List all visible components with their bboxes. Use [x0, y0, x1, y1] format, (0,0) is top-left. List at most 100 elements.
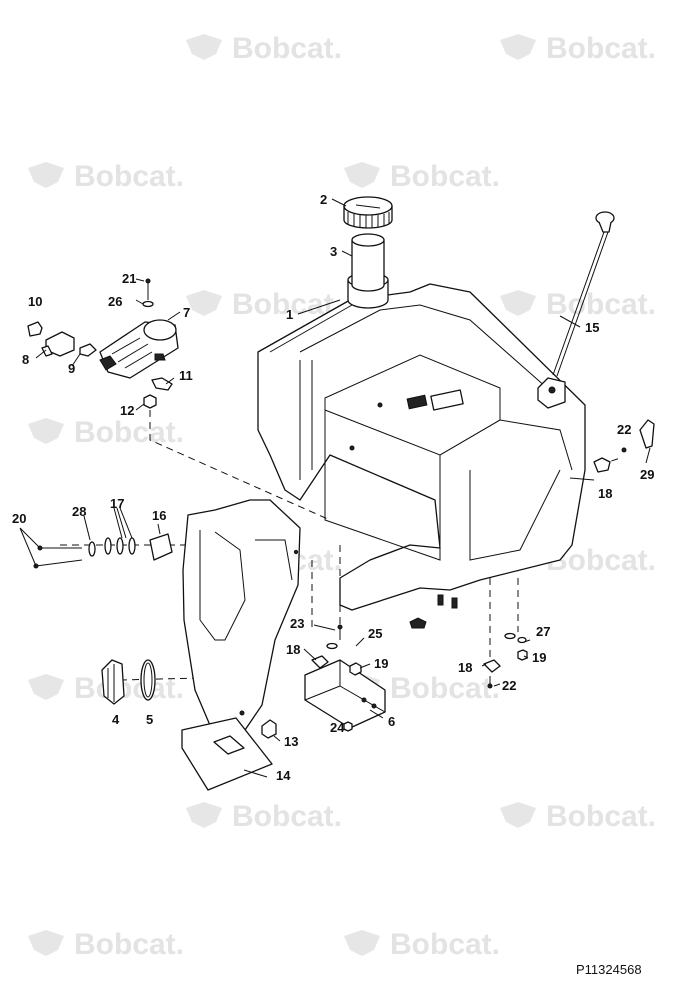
pump-washer[interactable] [142, 300, 154, 308]
pump-nut[interactable] [143, 394, 157, 409]
bolt-head-icon [337, 624, 343, 630]
hardware-clip[interactable] [311, 655, 329, 669]
hardware-screw-right[interactable] [517, 649, 528, 661]
pump-bolt[interactable] [145, 278, 151, 300]
fitting-elbow-body [27, 321, 43, 337]
bobcat-logo-icon [186, 802, 222, 828]
callout-14: 14 [276, 768, 291, 783]
hose-retainer[interactable] [639, 419, 655, 449]
side-cap-seal-ring [140, 659, 156, 701]
filler-strainer-rim [351, 233, 385, 247]
side-screw[interactable] [621, 447, 627, 453]
hose-bolts[interactable] [33, 545, 83, 569]
leader-line [355, 637, 365, 647]
hose-seal-ring [88, 541, 96, 557]
drain-fitting[interactable] [261, 719, 277, 739]
bobcat-logo-icon [28, 162, 64, 188]
hardware-screw[interactable] [349, 662, 362, 676]
watermark-text: Bobcat. [390, 672, 500, 705]
callout-8: 8 [22, 352, 29, 367]
assembly-line [119, 677, 201, 681]
callouts: 2 3 1 15 21 26 7 10 8 9 11 12 22 29 18 2… [12, 192, 654, 783]
callout-23: 23 [290, 616, 304, 631]
hose-clamp-ring [128, 537, 136, 555]
leader-line [157, 523, 161, 535]
hose-seal[interactable] [88, 541, 96, 557]
watermark-text: Bobcat. [390, 160, 500, 193]
callout-18: 18 [286, 642, 300, 657]
side-clip-body [593, 457, 611, 473]
fitting-elbow[interactable] [27, 321, 43, 337]
watermark-text: Bobcat. [74, 160, 184, 193]
washer-body [326, 642, 338, 650]
drain-fitting-body [261, 719, 277, 739]
fitting-adapter[interactable] [79, 343, 97, 357]
fuel-pump-connector-icon [99, 355, 117, 371]
side-cap-ribs [107, 664, 115, 702]
leader-line [523, 655, 529, 659]
leader-line [331, 198, 347, 207]
hose-clamps[interactable] [104, 537, 136, 555]
bracket-hole-icon [361, 697, 367, 703]
auxiliary-tank-ridge [255, 539, 293, 581]
hose-coupler-body [149, 533, 173, 561]
callout-13: 13 [284, 734, 298, 749]
side-cap-seal[interactable] [140, 659, 156, 701]
fitting-tee[interactable] [41, 331, 75, 357]
tank-side-panel [469, 469, 561, 561]
leader-line [313, 624, 336, 631]
clip-body [483, 659, 501, 673]
hose-coupler[interactable] [149, 533, 173, 561]
filler-strainer[interactable] [351, 233, 385, 292]
nut-body [343, 721, 353, 732]
watermark: Bobcat. [186, 32, 342, 65]
leader-line [645, 447, 651, 464]
tank-edge-lines [269, 304, 556, 396]
washer-body [504, 632, 516, 640]
hardware-bolt[interactable] [337, 624, 343, 640]
leader-line [71, 353, 81, 367]
filler-strainer-body [351, 239, 385, 292]
leader-line [35, 349, 47, 359]
mounting-bracket-edges [304, 660, 386, 713]
auxiliary-tank[interactable] [182, 499, 301, 731]
hose-retainer-body [639, 419, 655, 449]
mounting-bracket[interactable] [304, 659, 386, 729]
tank-pad[interactable] [181, 717, 273, 791]
callout-19: 19 [374, 656, 388, 671]
leader-line [135, 403, 145, 411]
side-clip[interactable] [593, 457, 611, 473]
watermark: Bobcat. [28, 160, 184, 193]
assembly-line [149, 410, 331, 521]
watermark: Bobcat. [186, 800, 342, 833]
bracket-hole-icon [371, 703, 377, 709]
watermark: Bobcat. [28, 416, 184, 449]
leader-line [493, 683, 501, 687]
hose-clamp-ring [116, 537, 124, 555]
callout-22: 22 [617, 422, 631, 437]
watermark-text: Bobcat. [546, 32, 656, 65]
fuel-tank[interactable] [257, 272, 586, 629]
filler-cap[interactable] [343, 196, 393, 229]
watermark-text: Bobcat. [74, 672, 184, 705]
hardware-washer[interactable] [326, 642, 338, 650]
callout-2: 2 [320, 192, 327, 207]
hardware-bolt-right[interactable] [487, 676, 493, 689]
leader-line [113, 507, 133, 539]
watermark-text: Bobcat. [390, 928, 500, 961]
watermark: Bobcat. [500, 800, 656, 833]
hardware-washer-right[interactable] [504, 632, 527, 644]
callout-27: 27 [536, 624, 550, 639]
fuel-pump[interactable] [99, 319, 179, 379]
hardware-nut[interactable] [343, 721, 353, 732]
leader-line [559, 315, 581, 328]
leader-line [135, 299, 144, 305]
watermark-text: Bobcat. [232, 32, 342, 65]
watermark: Bobcat. [28, 672, 184, 705]
side-cap[interactable] [101, 659, 125, 705]
leader-line [341, 250, 353, 257]
watermark: Bobcat. [344, 928, 500, 961]
fuel-gauge-sender[interactable] [552, 211, 615, 377]
pump-clamp[interactable] [151, 377, 173, 391]
hardware-clip-right[interactable] [483, 659, 501, 673]
